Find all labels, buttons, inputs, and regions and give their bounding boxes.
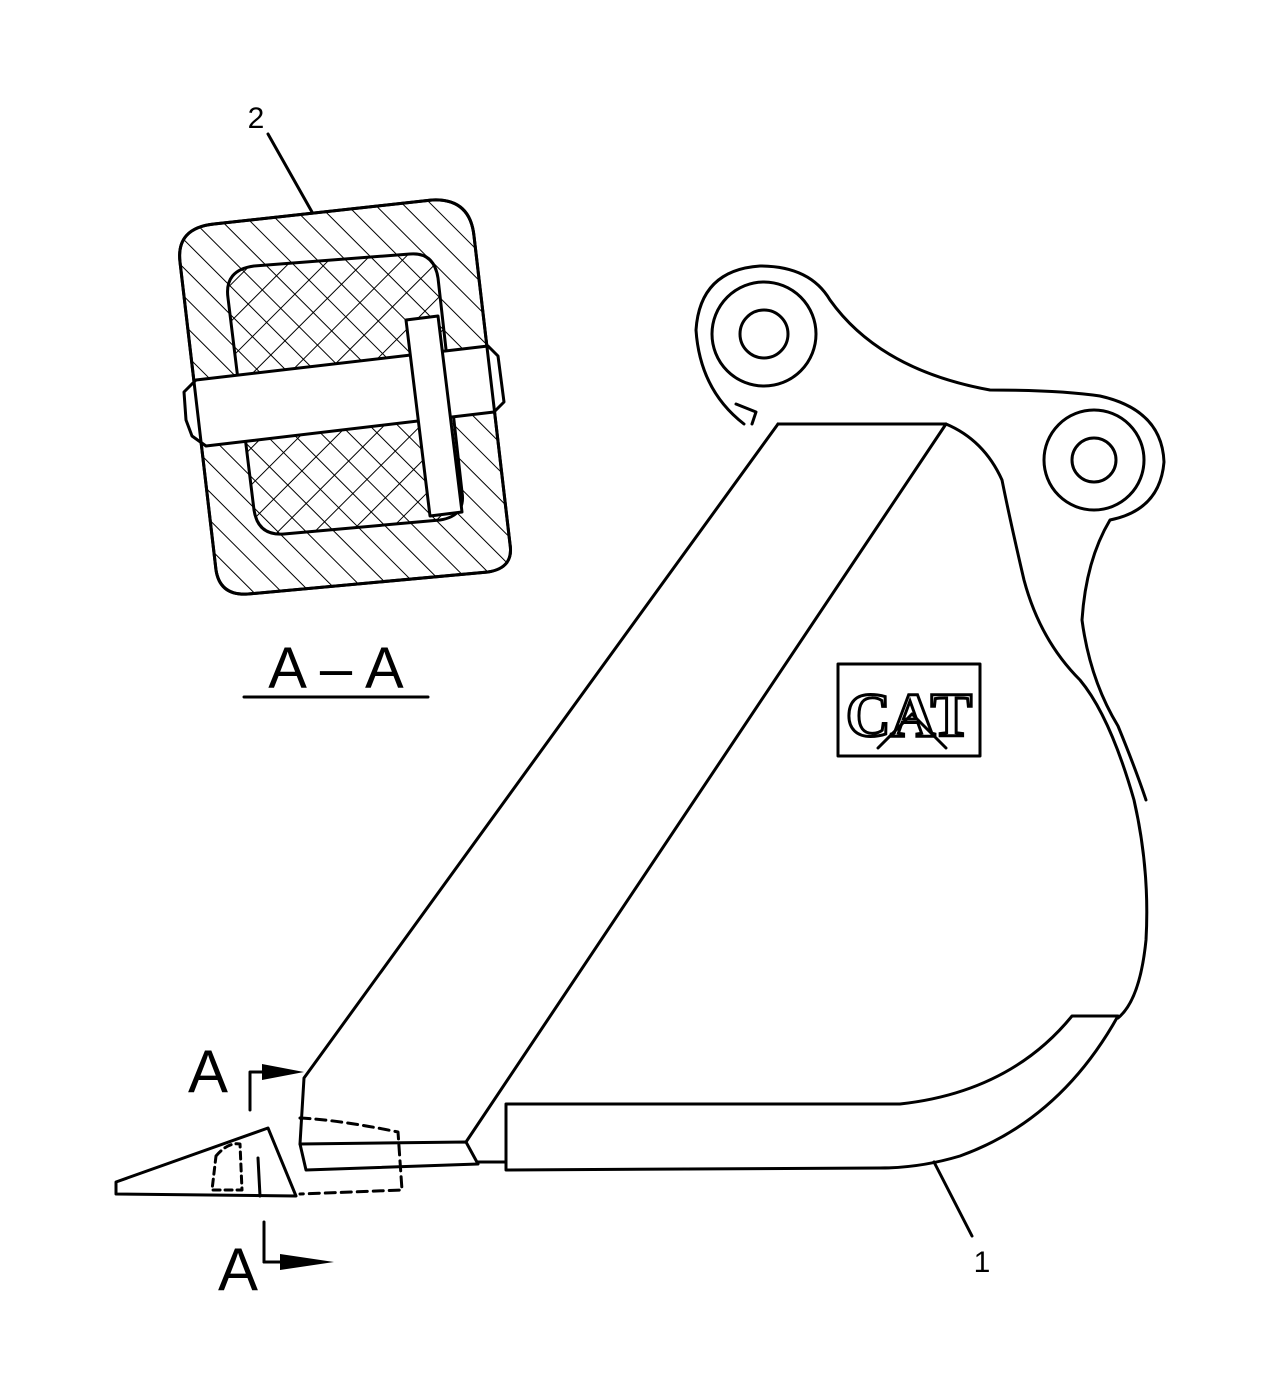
tooth-pin [256,1156,262,1198]
retainer-clip [404,314,464,518]
upper-pin-bore-inner [738,308,790,360]
section-marker-top: A [188,1038,228,1105]
callout-2-leader [266,132,314,214]
mounting-bracket [694,264,1166,802]
section-cut-line [248,1064,334,1270]
lower-pin-bore-outer [1042,408,1146,512]
cat-logo: CAT [836,662,982,758]
callout-1-leader [932,1160,974,1238]
housing-outer-outline [178,198,513,596]
adapter-nose [298,1140,480,1172]
wear-strip [504,1014,1120,1172]
logo-text: CAT [846,682,972,750]
upper-pin-bore-outer [710,280,818,388]
callout-1-label: 1 [974,1246,991,1279]
bracket-edge-detail [734,402,758,426]
logo-frame [836,662,982,758]
section-arrow-top [262,1064,304,1080]
ripper-bucket [114,264,1166,1198]
logo-triangle [876,712,948,750]
lower-pin-bore-inner [1070,436,1118,484]
shank-body [776,422,1149,1020]
section-marker-bottom: A [218,1236,258,1303]
shank-side-plate [298,422,780,1146]
tooth-pocket-hidden [210,1142,244,1192]
section-arrow-bottom [280,1254,334,1270]
adapter-hidden [298,1116,404,1196]
section-title: A – A [268,636,404,701]
shank-front-edge [464,422,948,1144]
section-a-a-view [178,198,513,596]
callout-2-label: 2 [248,102,265,135]
tooth-tip [114,1126,298,1198]
